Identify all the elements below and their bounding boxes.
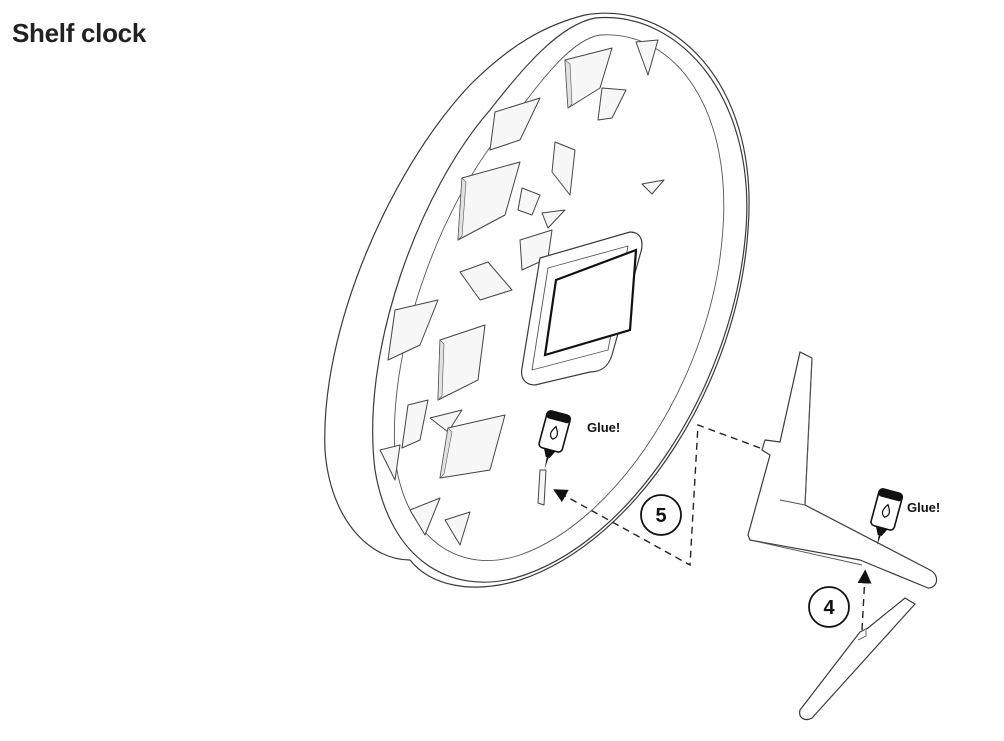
step-4-marker: 4 [808, 586, 850, 628]
stand-part [747, 351, 938, 589]
step-5-number: 5 [655, 505, 666, 527]
foot-part [799, 597, 916, 721]
step-4-number: 4 [823, 597, 835, 619]
glue-bottle-icon [538, 410, 572, 470]
stand-upright [747, 351, 938, 589]
glue-bottle-icon [870, 488, 904, 546]
clock-mechanism-recess [520, 231, 643, 386]
step-4-arrow [857, 569, 872, 631]
step-5-arrow [553, 424, 761, 567]
clock-face-cutouts [379, 39, 665, 546]
glue-label-step-4: Glue! [907, 500, 940, 515]
glue-label-step-5: Glue! [587, 420, 620, 435]
step-5-marker: 5 [640, 494, 682, 536]
clock-face [324, 12, 750, 588]
page-title: Shelf clock [12, 18, 146, 48]
